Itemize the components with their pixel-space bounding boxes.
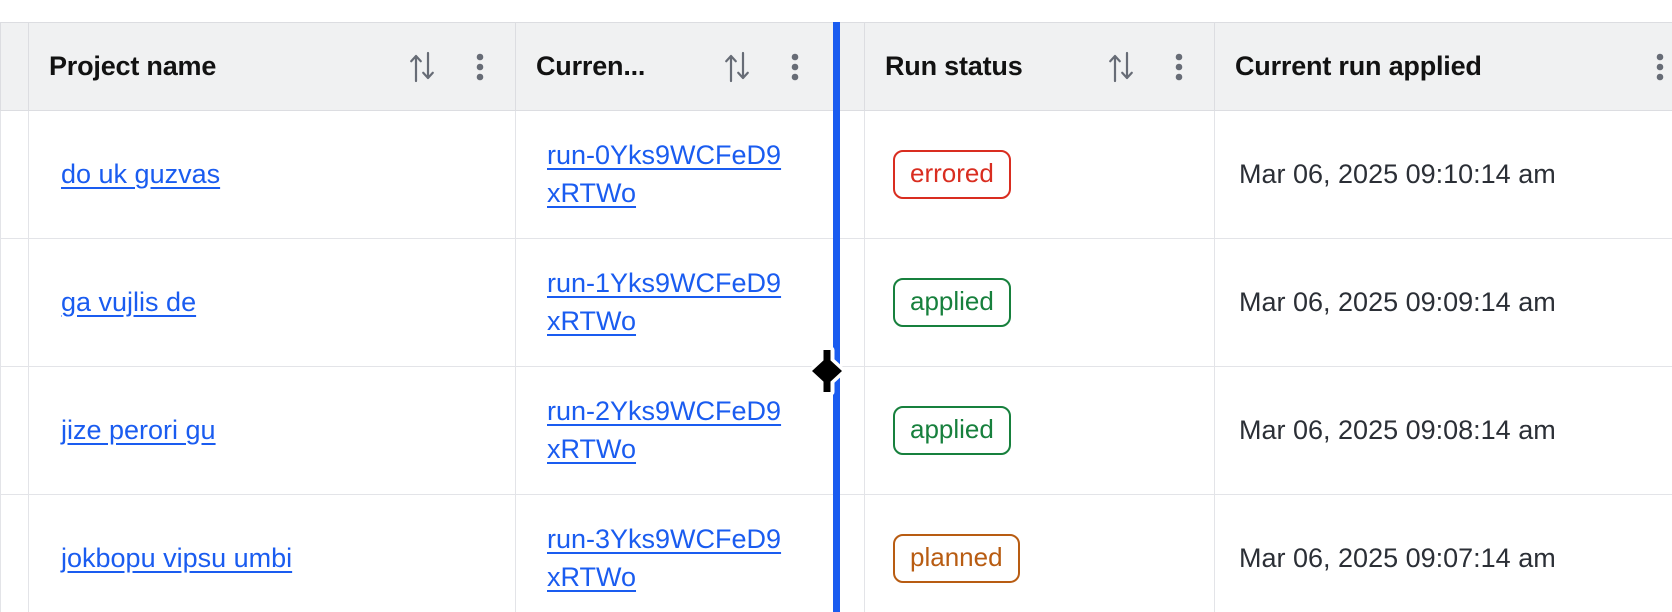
cell-current-run: run-1Yks9WCFeD9xRTWo <box>515 238 865 367</box>
status-badge: applied <box>893 278 1011 327</box>
cell-current-run: run-0Yks9WCFeD9xRTWo <box>515 110 865 239</box>
status-badge: applied <box>893 406 1011 455</box>
projects-table: Project name <box>0 22 1672 612</box>
status-badge: errored <box>893 150 1011 199</box>
table-row[interactable]: jize perori gu run-2Yks9WCFeD9xRTWo appl… <box>0 366 1672 495</box>
project-name-link[interactable]: do uk guzvas <box>61 158 221 189</box>
sort-arrows-icon-run-status[interactable] <box>1106 50 1136 84</box>
row-select-cell[interactable] <box>0 366 29 495</box>
table-row[interactable]: jokbopu vipsu umbi run-3Yks9WCFeD9xRTWo … <box>0 494 1672 612</box>
status-badge: planned <box>893 534 1020 583</box>
column-menu-icon-project-name[interactable] <box>465 50 495 84</box>
column-header-label-run-status: Run status <box>885 51 1023 81</box>
cell-project-name: do uk guzvas <box>28 110 516 239</box>
project-name-link[interactable]: jokbopu vipsu umbi <box>61 542 293 573</box>
table-header: Project name <box>0 22 1672 111</box>
column-header-label-current-run-applied: Current run applied <box>1235 51 1482 81</box>
column-resize-indicator[interactable] <box>833 22 840 612</box>
column-header-select[interactable] <box>0 22 29 111</box>
current-run-applied-timestamp: Mar 06, 2025 09:09:14 am <box>1239 287 1556 317</box>
current-run-link[interactable]: run-0Yks9WCFeD9xRTWo <box>547 140 782 208</box>
current-run-applied-timestamp: Mar 06, 2025 09:08:14 am <box>1239 415 1556 445</box>
cell-project-name: ga vujlis de <box>28 238 516 367</box>
project-name-link[interactable]: jize perori gu <box>61 414 216 445</box>
cell-current-run-applied: Mar 06, 2025 09:08:14 am <box>1214 366 1672 495</box>
column-header-run-status[interactable]: Run status <box>864 22 1215 111</box>
cell-project-name: jokbopu vipsu umbi <box>28 494 516 612</box>
column-header-current-run[interactable]: Curren... <box>515 22 865 111</box>
table-body: do uk guzvas run-0Yks9WCFeD9xRTWo errore… <box>0 110 1672 612</box>
cell-run-status: applied <box>864 238 1215 367</box>
current-run-link[interactable]: run-1Yks9WCFeD9xRTWo <box>547 268 782 336</box>
projects-table-viewport[interactable]: Project name <box>0 22 1672 612</box>
table-row[interactable]: do uk guzvas run-0Yks9WCFeD9xRTWo errore… <box>0 110 1672 239</box>
cell-current-run: run-2Yks9WCFeD9xRTWo <box>515 366 865 495</box>
sort-arrows-icon-current-run[interactable] <box>722 50 752 84</box>
table-row[interactable]: ga vujlis de run-1Yks9WCFeD9xRTWo applie… <box>0 238 1672 367</box>
current-run-link[interactable]: run-3Yks9WCFeD9xRTWo <box>547 524 782 592</box>
cell-current-run-applied: Mar 06, 2025 09:07:14 am <box>1214 494 1672 612</box>
row-select-cell[interactable] <box>0 238 29 367</box>
current-run-applied-timestamp: Mar 06, 2025 09:07:14 am <box>1239 543 1556 573</box>
table-header-row: Project name <box>0 22 1672 111</box>
column-menu-icon-current-run-applied[interactable] <box>1645 50 1672 84</box>
cell-project-name: jize perori gu <box>28 366 516 495</box>
sort-arrows-icon-project-name[interactable] <box>407 50 437 84</box>
cell-current-run: run-3Yks9WCFeD9xRTWo <box>515 494 865 612</box>
cell-run-status: errored <box>864 110 1215 239</box>
cell-current-run-applied: Mar 06, 2025 09:10:14 am <box>1214 110 1672 239</box>
column-header-label-current-run: Curren... <box>536 51 646 81</box>
column-header-project-name[interactable]: Project name <box>28 22 516 111</box>
project-name-link[interactable]: ga vujlis de <box>61 286 197 317</box>
column-menu-icon-current-run[interactable] <box>780 50 810 84</box>
cell-run-status: applied <box>864 366 1215 495</box>
column-header-label-project-name: Project name <box>49 51 217 81</box>
current-run-link[interactable]: run-2Yks9WCFeD9xRTWo <box>547 396 782 464</box>
row-select-cell[interactable] <box>0 110 29 239</box>
column-menu-icon-run-status[interactable] <box>1164 50 1194 84</box>
cell-current-run-applied: Mar 06, 2025 09:09:14 am <box>1214 238 1672 367</box>
row-select-cell[interactable] <box>0 494 29 612</box>
current-run-applied-timestamp: Mar 06, 2025 09:10:14 am <box>1239 159 1556 189</box>
column-header-current-run-applied[interactable]: Current run applied <box>1214 22 1672 111</box>
cell-run-status: planned <box>864 494 1215 612</box>
